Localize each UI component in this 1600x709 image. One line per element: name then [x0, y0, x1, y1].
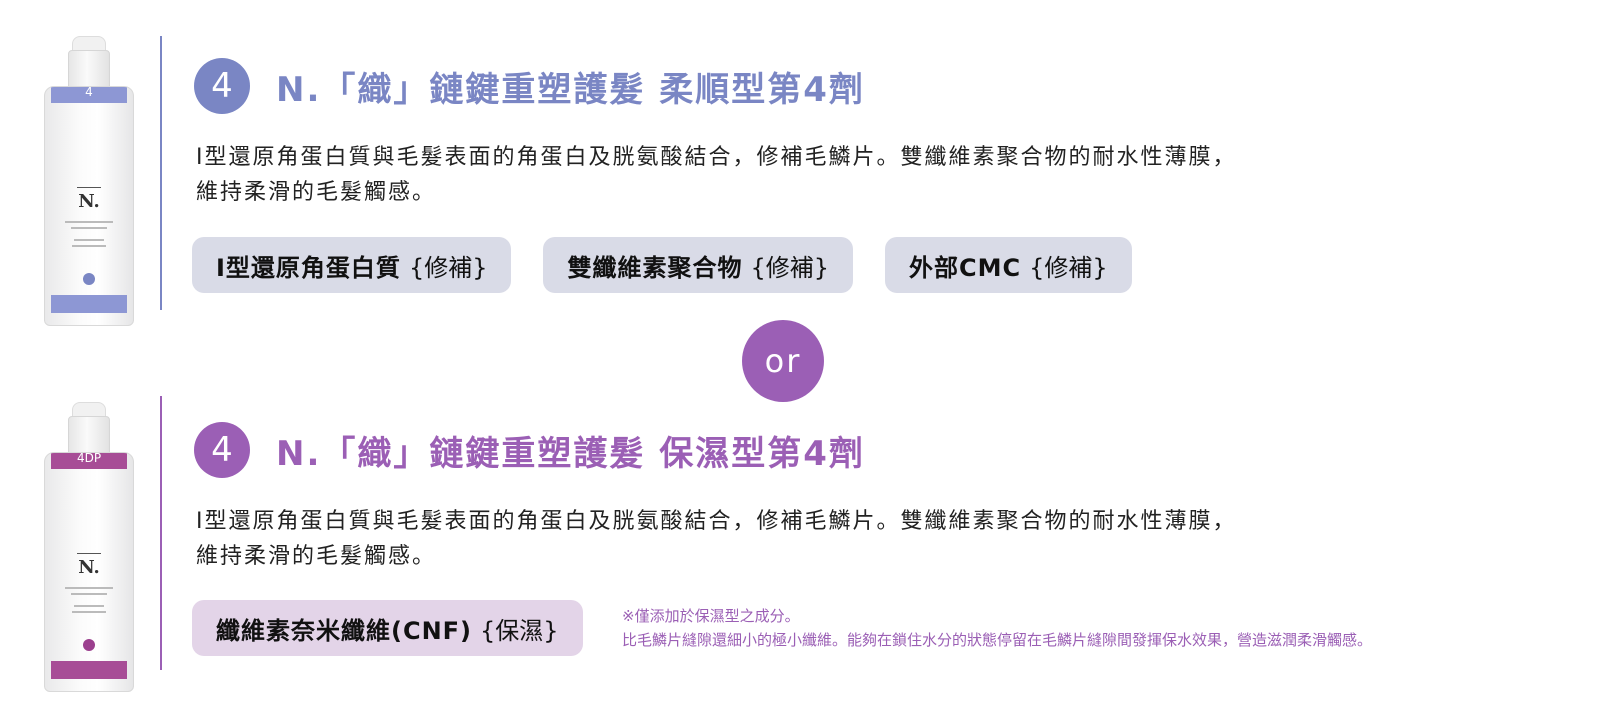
bottle-body: 4DP N.: [44, 452, 134, 692]
bottle-fine-print: [65, 221, 113, 223]
bottle-fine-print: [65, 587, 113, 589]
description-line: I型還原角蛋白質與毛髮表面的角蛋白及胱氨酸結合，修補毛鱗片。雙纖維素聚合物的耐水…: [196, 145, 1237, 170]
note-line: ※僅添加於保濕型之成分。: [622, 607, 800, 625]
bottle-band-top: [51, 87, 127, 103]
or-badge: or: [742, 320, 824, 402]
bottle-neck: [68, 50, 110, 90]
bottle-logo: N.: [78, 191, 100, 212]
bottle-band-top: [51, 453, 127, 469]
product-heading: 4 N.「織」鏈鍵重塑護髮 柔順型第4劑: [194, 58, 865, 114]
description-line: 維持柔滑的毛髮觸感。: [196, 180, 437, 205]
bottle-fine-print: [74, 239, 104, 241]
ingredient-name: 外部CMC: [909, 253, 1022, 282]
bottle-fine-print: [71, 593, 107, 595]
ingredient-note: ※僅添加於保濕型之成分。 比毛鱗片縫隙還細小的極小纖維。能夠在鎖住水分的狀態停留…: [622, 604, 1372, 652]
bottle-neck: [68, 416, 110, 456]
description-line: 維持柔滑的毛髮觸感。: [196, 544, 437, 569]
section-divider: [160, 396, 162, 670]
ingredient-tags: 纖維素奈米纖維(CNF) {保濕}: [192, 600, 583, 656]
bottle-logo: N.: [78, 557, 100, 578]
product-description: I型還原角蛋白質與毛髮表面的角蛋白及胱氨酸結合，修補毛鱗片。雙纖維素聚合物的耐水…: [196, 504, 1496, 574]
bottle-fine-print: [74, 605, 104, 607]
ingredient-effect: {修補}: [750, 253, 830, 282]
bottle-fine-print: [71, 227, 107, 229]
ingredient-tag: 外部CMC {修補}: [885, 237, 1132, 293]
bottle-dot: [83, 639, 95, 651]
ingredient-tag: 纖維素奈米纖維(CNF) {保濕}: [192, 600, 583, 656]
note-line: 比毛鱗片縫隙還細小的極小纖維。能夠在鎖住水分的狀態停留在毛鱗片縫隙間發揮保水效果…: [622, 631, 1373, 649]
bottle-body: 4 N.: [44, 86, 134, 326]
description-line: I型還原角蛋白質與毛髮表面的角蛋白及胱氨酸結合，修補毛鱗片。雙纖維素聚合物的耐水…: [196, 509, 1237, 534]
bottle-logo-line: [77, 187, 101, 188]
product-heading: 4 N.「織」鏈鍵重塑護髮 保濕型第4劑: [194, 422, 865, 478]
product-bottle-image: 4 N.: [44, 36, 134, 326]
ingredient-tag: 雙纖維素聚合物 {修補}: [543, 237, 854, 293]
product-description: I型還原角蛋白質與毛髮表面的角蛋白及胱氨酸結合，修補毛鱗片。雙纖維素聚合物的耐水…: [196, 140, 1496, 210]
bottle-number: 4: [85, 86, 93, 99]
ingredient-tag: I型還原角蛋白質 {修補}: [192, 237, 512, 293]
product-title: N.「織」鏈鍵重塑護髮 柔順型第4劑: [276, 69, 865, 110]
ingredient-name: 雙纖維素聚合物: [567, 253, 743, 282]
bottle-band-bottom: [51, 295, 127, 313]
bottle-logo-line: [77, 553, 101, 554]
bottle-fine-print: [72, 245, 106, 247]
product-title: N.「織」鏈鍵重塑護髮 保濕型第4劑: [276, 433, 865, 474]
ingredient-name: I型還原角蛋白質: [216, 253, 401, 282]
ingredient-effect: {修補}: [408, 253, 488, 282]
ingredient-effect: {保濕}: [480, 616, 559, 645]
ingredient-name: 纖維素奈米纖維(CNF): [216, 616, 473, 645]
bottle-fine-print: [72, 611, 106, 613]
ingredient-tags: I型還原角蛋白質 {修補} 雙纖維素聚合物 {修補} 外部CMC {修補}: [192, 237, 1132, 293]
ingredient-effect: {修補}: [1029, 253, 1108, 282]
step-number-badge: 4: [194, 58, 250, 114]
product-bottle-image: 4DP N.: [44, 402, 134, 692]
section-divider: [160, 36, 162, 310]
bottle-dot: [83, 273, 95, 285]
bottle-band-bottom: [51, 661, 127, 679]
step-number-badge: 4: [194, 422, 250, 478]
bottle-number: 4DP: [76, 452, 102, 465]
